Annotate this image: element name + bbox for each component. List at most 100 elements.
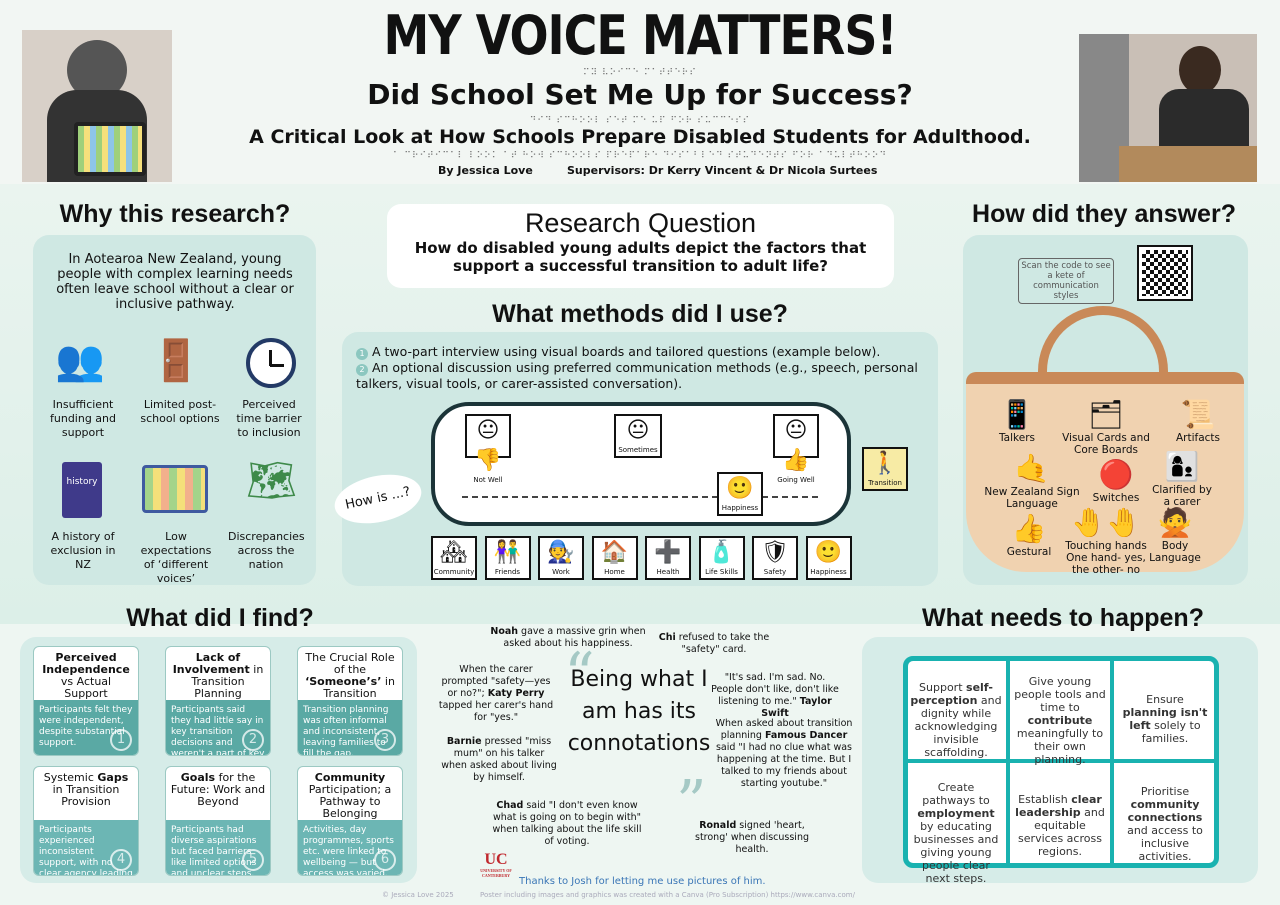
- keyboard-icon: [142, 465, 208, 513]
- topic-tile[interactable]: 🙂 Happiness: [805, 536, 852, 580]
- quote-chi: Chi refused to take the "safety" card.: [658, 632, 770, 655]
- why-heading: Why this research?: [59, 200, 291, 228]
- life-skills-icon: 🧴: [707, 540, 736, 565]
- how-artifacts: 📜Artifacts: [1170, 398, 1226, 444]
- how-switches: 🔴Switches: [1084, 458, 1148, 504]
- poster-subtitle-2: A Critical Look at How Schools Prepare D…: [249, 126, 1031, 148]
- finding-number: 3: [374, 729, 396, 751]
- how-talkers: 📱Talkers: [992, 398, 1042, 444]
- need-piece-6: Prioritise community connections and acc…: [1127, 785, 1203, 863]
- switch-icon: 🔴: [1098, 458, 1134, 491]
- qr-code[interactable]: [1137, 245, 1193, 301]
- uc-logo: UC UNIVERSITY OF CANTERBURY: [480, 851, 512, 879]
- quote-noah: Noah gave a massive grin when asked abou…: [490, 626, 646, 649]
- copyright: © Jessica Love 2025: [382, 891, 454, 899]
- scale-arrow: [462, 496, 818, 498]
- map-icon: 🗺: [246, 458, 297, 504]
- how-heading: How did they answer?: [972, 200, 1236, 228]
- work-icon: 🧑‍🔧: [547, 540, 575, 565]
- happiness-card[interactable]: 🙂Happiness: [717, 472, 763, 516]
- topic-tile[interactable]: 🏘Community: [431, 536, 477, 580]
- why-item-6: Discrepancies across the nation: [228, 530, 305, 571]
- quote-barnie: Barnie pressed "miss mum" on his talker …: [441, 736, 557, 783]
- finding-card-title: Perceived Independence vs Actual Support: [42, 651, 130, 700]
- why-item-2: Limited post-school options: [140, 398, 220, 425]
- smile-face-icon: 🙂: [726, 476, 754, 501]
- topic-tile-label: Work: [552, 568, 570, 576]
- finding-card-title: Lack of Involvement in Transition Planni…: [172, 651, 264, 700]
- basket-handle: [1038, 306, 1168, 436]
- topic-tile-label: Happiness: [810, 568, 847, 576]
- braille-title: ⠍⠽ ⠧⠕⠊⠉⠑ ⠍⠁⠞⠞⠑⠗⠎: [582, 68, 697, 78]
- topic-tile-label: Home: [604, 568, 625, 576]
- certificate-icon: 📜: [1180, 398, 1216, 431]
- topic-tile[interactable]: 🧑‍🔧 Work: [538, 536, 584, 580]
- finding-card-title: Systemic Gaps in Transition Provision: [43, 771, 129, 808]
- rq-heading: Research Question: [524, 208, 757, 238]
- thumbs-up-icon: 😐👍: [782, 418, 810, 473]
- topic-tile[interactable]: 🛡 Safety: [752, 536, 798, 580]
- need-piece-5: Establish clear leadership and equitable…: [1015, 793, 1105, 858]
- photo-left: [22, 30, 172, 182]
- tablet-icon: [74, 122, 146, 176]
- friends-icon: 👫: [493, 540, 522, 565]
- topic-tile-label: Health: [656, 568, 680, 576]
- finding-number: 2: [242, 729, 264, 751]
- rq-text: How do disabled young adults depict the …: [414, 239, 867, 275]
- safety-icon: 🛡: [761, 540, 789, 565]
- cards-icon: 🗂: [1088, 398, 1124, 431]
- book-label: history: [66, 477, 98, 487]
- figures-icon: 🚶: [871, 451, 899, 476]
- tablet-icon: 📱: [999, 398, 1035, 431]
- method-1-text: A two-part interview using visual boards…: [371, 344, 881, 359]
- topic-tile[interactable]: ➕Health: [645, 536, 691, 580]
- why-intro: In Aotearoa New Zealand, young people wi…: [56, 252, 294, 312]
- finding-card: Lack of Involvement in Transition Planni…: [165, 646, 271, 756]
- research-question-box: Research Question How do disabled young …: [387, 204, 894, 288]
- finding-card-title: Goals for the Future: Work and Beyond: [170, 771, 266, 808]
- author: By Jessica Love: [438, 164, 533, 177]
- need-piece-1: Support self-perception and dignity whil…: [910, 681, 1002, 759]
- method-1: 1 A two-part interview using visual boar…: [356, 344, 931, 360]
- center-quote: Being what I am has its connotations: [567, 667, 711, 756]
- topic-tile-label: Friends: [494, 568, 521, 576]
- neutral-face-icon: 😐: [626, 418, 650, 443]
- quote-mark-left: “: [564, 640, 595, 710]
- finding-card: Community Participation; a Pathway to Be…: [297, 766, 403, 876]
- supervisors: Supervisors: Dr Kerry Vincent & Dr Nicol…: [567, 164, 878, 177]
- thanks-text: Thanks to Josh for letting me use pictur…: [519, 876, 766, 887]
- how-touching-hands: 🤚🤚Touching hands One hand- yes, the othe…: [1060, 506, 1152, 576]
- finding-card: The Crucial Role of the ‘Someone’s’ in T…: [297, 646, 403, 756]
- topic-tile[interactable]: 🏠 Home: [591, 536, 638, 580]
- why-item-5: Low expectations of ‘different voices’: [140, 530, 212, 585]
- braille-subtitle-2: ⠁ ⠉⠗⠊⠞⠊⠉⠁⠇ ⠇⠕⠕⠅ ⠁⠞ ⠓⠕⠺ ⠎⠉⠓⠕⠕⠇⠎ ⠏⠗⠑⠏⠁⠗⠑ ⠙…: [392, 151, 888, 161]
- why-panel: [33, 235, 316, 585]
- method-2-text: An optional discussion using preferred c…: [356, 360, 918, 391]
- quote-katy: When the carer prompted "safety—yes or n…: [438, 664, 554, 723]
- community-icon: 🏘: [440, 540, 468, 565]
- scale-not-well: 😐👎Not Well: [465, 414, 511, 484]
- thumbs-up-icon: 👍: [1011, 512, 1047, 545]
- thumbs-down-icon: 😐👎: [474, 418, 502, 473]
- happiness-icon: 🙂: [814, 540, 843, 565]
- topic-tile[interactable]: 🧴Life Skills: [698, 536, 745, 580]
- how-visual-cards: 🗂Visual Cards and Core Boards: [1060, 398, 1152, 456]
- methods-heading: What methods did I use?: [492, 300, 788, 328]
- how-body-language: 🙅Body Language: [1146, 506, 1204, 564]
- poster-subtitle: Did School Set Me Up for Success?: [367, 78, 913, 111]
- why-item-1: Insufficient funding and support: [50, 398, 116, 439]
- finding-card: Perceived Independence vs Actual Support…: [33, 646, 139, 756]
- transition-card: 🚶Transition: [862, 447, 908, 491]
- home-icon: 🏠: [600, 540, 629, 565]
- finding-card-body: Participants had diverse aspirations but…: [166, 820, 270, 875]
- topic-tile-label: Safety: [763, 568, 787, 576]
- topic-tile[interactable]: 👫 Friends: [484, 536, 531, 580]
- quote-mark-right: ”: [676, 768, 707, 838]
- finding-number: 1: [110, 729, 132, 751]
- person-crossed-arms-icon: 🙅: [1157, 506, 1193, 539]
- puzzle-divider-v1: [1006, 658, 1010, 866]
- finding-number: 4: [110, 849, 132, 871]
- qr-caption: Scan the code to see a kete of communica…: [1018, 258, 1114, 304]
